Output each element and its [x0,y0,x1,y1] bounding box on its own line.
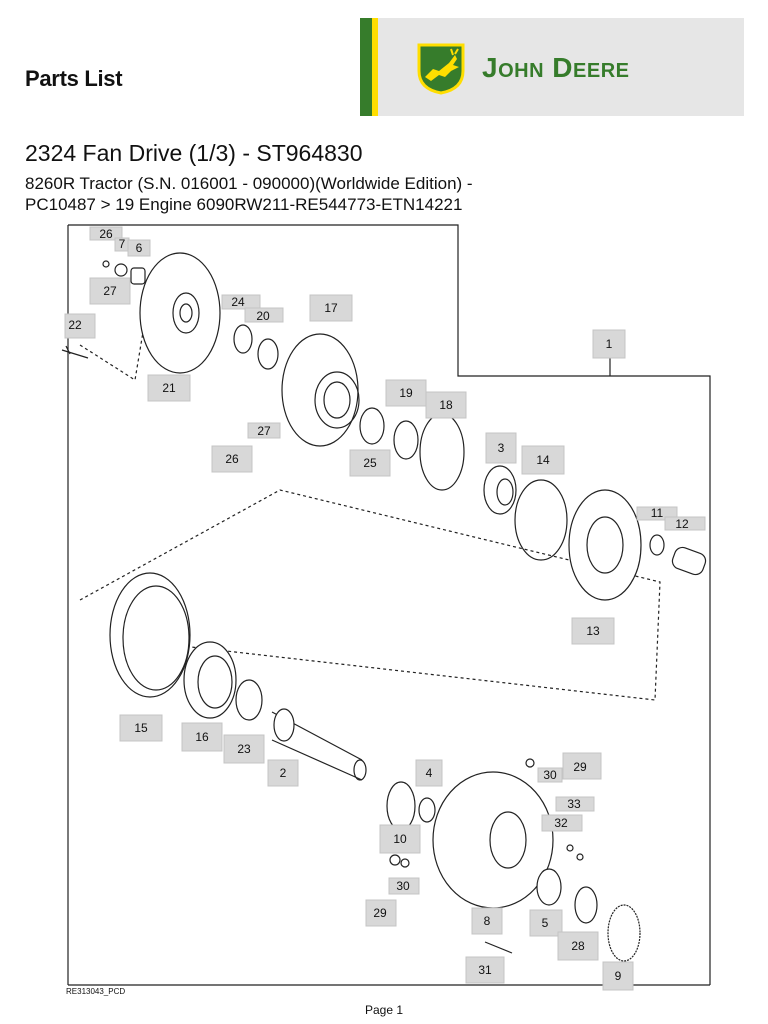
callout: 4 [415,759,443,787]
svg-text:13: 13 [586,624,600,638]
callout: 29 [562,752,602,780]
document-subtitle-path: PC10487 > 19 Engine 6090RW211-RE544773-E… [25,195,463,214]
svg-text:11: 11 [651,506,664,520]
svg-text:27: 27 [257,424,271,438]
svg-text:19: 19 [399,386,413,400]
callout: 28 [557,931,599,961]
part-callouts: 26 7 6 27 22 24 20 17 21 1 27 26 19 18 2… [64,226,706,991]
callout: 26 [89,226,123,241]
svg-text:28: 28 [571,939,585,953]
callout: 27 [89,277,131,305]
page-number: Page 1 [364,1003,404,1017]
callout: 22 [64,313,96,339]
svg-text:26: 26 [99,227,113,241]
callout: 29 [365,899,397,927]
document-subtitle-model: 8260R Tractor (S.N. 016001 - 090000)(Wor… [25,174,473,193]
svg-text:4: 4 [426,766,433,780]
svg-text:30: 30 [396,879,410,893]
callout: 30 [537,767,563,783]
brand-logo-block: John Deere [360,18,744,116]
svg-text:25: 25 [363,456,377,470]
svg-text:24: 24 [231,295,245,309]
callout: 20 [244,307,284,323]
svg-text:32: 32 [554,816,568,830]
svg-text:9: 9 [615,969,622,983]
part-13-cover [568,489,642,601]
svg-text:29: 29 [373,906,387,920]
exploded-parts-diagram: 26 7 6 27 22 24 20 17 21 1 27 26 19 18 2… [61,224,711,991]
svg-text:31: 31 [478,963,492,977]
callout: 10 [379,824,421,854]
callout: 23 [223,734,265,764]
svg-text:1: 1 [606,337,613,351]
svg-text:33: 33 [567,797,581,811]
svg-text:27: 27 [103,284,117,298]
brand-name: John Deere [482,52,630,83]
svg-text:8: 8 [484,914,491,928]
svg-text:5: 5 [542,916,549,930]
callout: 17 [309,294,353,322]
svg-text:15: 15 [134,721,148,735]
brand-stripe-yellow [372,18,378,116]
leaping-deer-icon [417,43,465,95]
svg-text:16: 16 [195,730,209,744]
callout: 27 [247,422,281,439]
part-9-gear [607,904,641,962]
callout: 25 [349,449,391,477]
svg-text:23: 23 [237,742,251,756]
callout: 2 [267,759,299,787]
brand-stripe-green [360,18,372,116]
svg-text:30: 30 [543,768,557,782]
part-15-seal-ring [109,572,191,698]
svg-text:14: 14 [536,453,550,467]
document-title: 2324 Fan Drive (1/3) - ST964830 [25,140,363,166]
svg-text:17: 17 [324,301,338,315]
callout: 8 [471,907,503,935]
part-8-housing [432,771,554,909]
callout: 5 [529,909,563,937]
callout: 19 [385,379,427,407]
callout: 21 [147,374,191,402]
callout: 12 [664,516,706,531]
callout: 3 [485,432,517,464]
svg-text:18: 18 [439,398,453,412]
page-heading: Parts List [25,66,123,91]
callout: 16 [181,722,223,752]
svg-text:20: 20 [256,309,270,323]
svg-text:6: 6 [136,241,143,255]
callout: 24 [221,294,261,310]
svg-text:21: 21 [162,381,176,395]
svg-text:29: 29 [573,760,587,774]
callout: 31 [465,956,505,984]
svg-text:2: 2 [280,766,287,780]
callout: 1 [592,329,626,359]
svg-text:3: 3 [498,441,505,455]
diagram-reference-code: RE313043_PCD [66,987,126,996]
callout: 7 [114,237,130,252]
callout: 15 [119,714,163,742]
callout: 18 [425,391,467,419]
part-17-housing [281,333,359,447]
callout: 33 [555,796,595,812]
part-3-bearing [483,465,517,515]
svg-text:22: 22 [68,318,82,332]
callout: 26 [211,445,253,473]
svg-text:7: 7 [119,237,126,251]
svg-text:26: 26 [225,452,239,466]
callout: 32 [541,814,583,832]
callout: 30 [388,877,420,895]
assembly-outline [68,224,711,985]
callout: 14 [521,445,565,475]
callout: 13 [571,617,615,645]
svg-text:10: 10 [393,832,407,846]
callout: 9 [602,961,634,991]
svg-text:12: 12 [675,517,689,531]
callout: 6 [127,239,151,257]
